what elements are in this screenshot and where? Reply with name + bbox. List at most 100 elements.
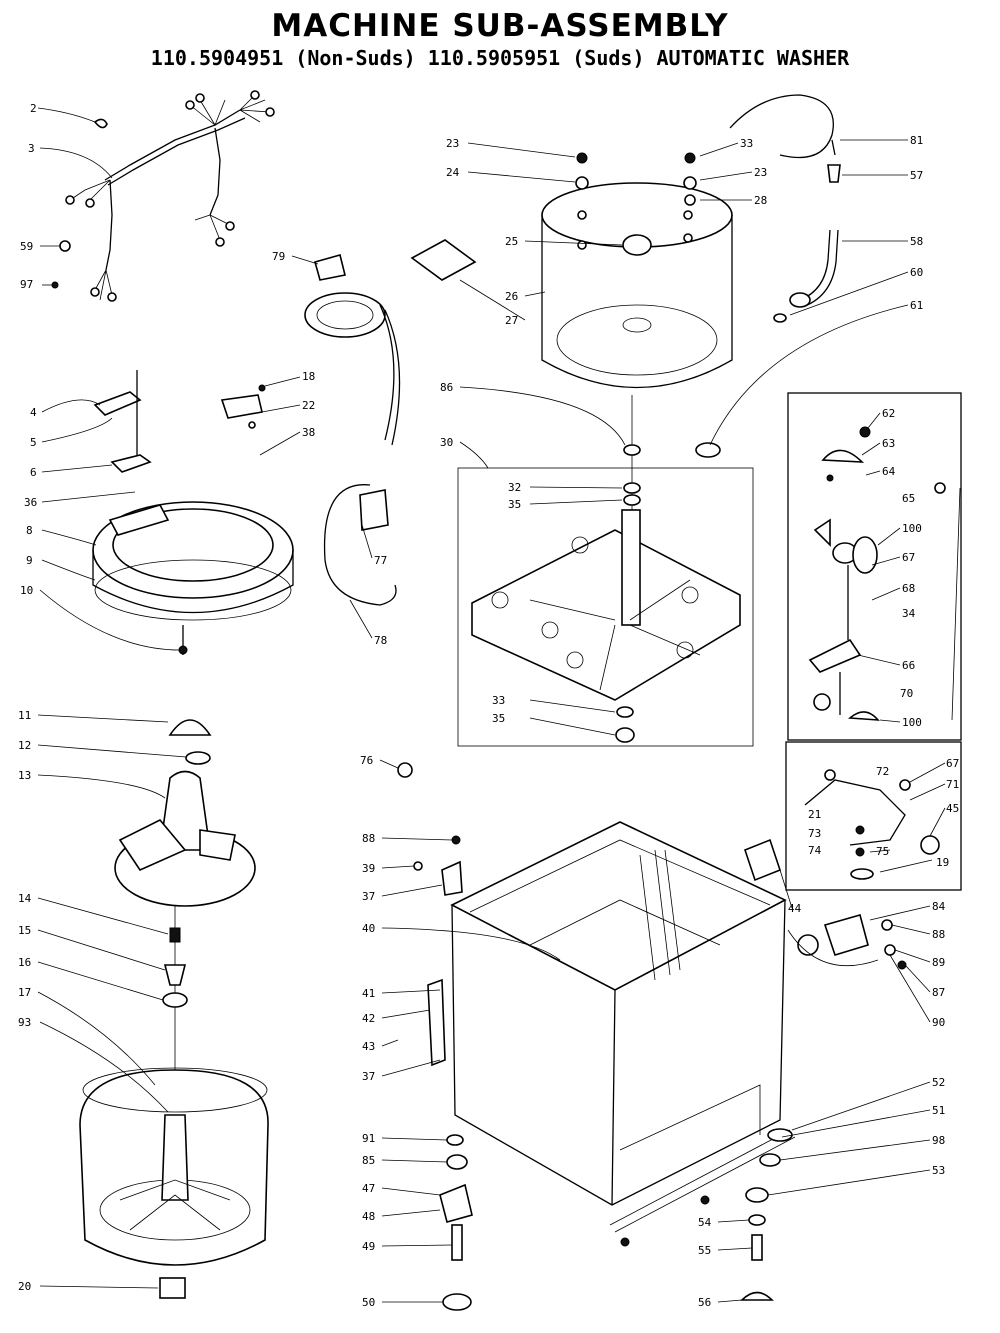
callout: 88 <box>932 928 945 941</box>
callout: 2 <box>30 102 37 115</box>
callout-labels: 2 3 59 97 4 5 6 36 8 9 10 18 22 38 79 77… <box>18 102 959 1309</box>
callout: 93 <box>18 1016 31 1029</box>
callout: 15 <box>18 924 31 937</box>
callout: 27 <box>505 314 518 327</box>
callout: 22 <box>302 399 315 412</box>
callout: 64 <box>882 465 896 478</box>
callout: 76 <box>360 754 373 767</box>
drain-pump-parts <box>787 914 907 970</box>
wire-harness <box>51 90 275 302</box>
callout: 72 <box>876 765 889 778</box>
callout: 87 <box>932 986 945 999</box>
callout: 73 <box>808 827 821 840</box>
callout: 86 <box>440 381 453 394</box>
callout: 84 <box>932 900 946 913</box>
callout: 54 <box>698 1216 712 1229</box>
callout: 75 <box>876 845 889 858</box>
callout: 55 <box>698 1244 711 1257</box>
callout: 33 <box>492 694 505 707</box>
callout: 58 <box>910 235 923 248</box>
page-title: MACHINE SUB-ASSEMBLY <box>271 8 729 44</box>
callout: 45 <box>946 802 959 815</box>
callout: 20 <box>18 1280 31 1293</box>
callout: 21 <box>808 808 821 821</box>
callout: 26 <box>505 290 518 303</box>
cabinet-frame <box>397 762 787 1206</box>
callout: 67 <box>902 551 915 564</box>
timer-inset <box>785 741 962 891</box>
callout: 53 <box>932 1164 945 1177</box>
callout: 70 <box>900 687 913 700</box>
wash-basket <box>79 1067 269 1299</box>
callout: 4 <box>30 406 37 419</box>
callout: 12 <box>18 739 31 752</box>
drain-wire <box>323 484 397 606</box>
callout: 63 <box>882 437 895 450</box>
leader-lines <box>37 107 946 1303</box>
callout: 90 <box>932 1016 945 1029</box>
callout: 61 <box>910 299 923 312</box>
callout: 8 <box>26 524 33 537</box>
callout: 28 <box>754 194 767 207</box>
callout: 34 <box>902 607 916 620</box>
callout: 16 <box>18 956 31 969</box>
callout: 37 <box>362 1070 375 1083</box>
callout: 11 <box>18 709 31 722</box>
callout: 60 <box>910 266 923 279</box>
callout: 36 <box>24 496 37 509</box>
page-subtitle: 110.5904951 (Non-Suds) 110.5905951 (Suds… <box>150 46 850 70</box>
callout: 48 <box>362 1210 375 1223</box>
water-valve-hose <box>304 254 401 446</box>
callout: 35 <box>508 498 521 511</box>
callout: 14 <box>18 892 32 905</box>
callout: 49 <box>362 1240 375 1253</box>
callout: 44 <box>788 902 802 915</box>
callout: 100 <box>902 522 922 535</box>
callout: 18 <box>302 370 315 383</box>
callout: 23 <box>754 166 767 179</box>
callout: 35 <box>492 712 505 725</box>
callout: 65 <box>902 492 915 505</box>
callout: 79 <box>272 250 285 263</box>
callout: 6 <box>30 466 37 479</box>
callout: 3 <box>28 142 35 155</box>
callout: 85 <box>362 1154 375 1167</box>
callout: 88 <box>362 832 375 845</box>
callout: 51 <box>932 1104 945 1117</box>
lid-switch-parts <box>93 370 266 473</box>
front-leg-left <box>439 1134 473 1311</box>
callout: 23 <box>446 137 459 150</box>
callout: 47 <box>362 1182 375 1195</box>
callout: 50 <box>362 1296 375 1309</box>
callout: 77 <box>374 554 387 567</box>
callout: 13 <box>18 769 31 782</box>
callout: 19 <box>936 856 949 869</box>
callout: 52 <box>932 1076 945 1089</box>
tub-ring-assembly <box>92 501 294 655</box>
callout: 89 <box>932 956 945 969</box>
front-leg-right <box>609 1128 796 1301</box>
callout: 100 <box>902 716 922 729</box>
callout: 25 <box>505 235 518 248</box>
callout: 9 <box>26 554 33 567</box>
callout: 67 <box>946 757 959 770</box>
callout: 78 <box>374 634 387 647</box>
outer-tub <box>410 152 733 389</box>
callout: 81 <box>910 134 923 147</box>
callout: 66 <box>902 659 915 672</box>
callout: 40 <box>362 922 375 935</box>
callout: 24 <box>446 166 460 179</box>
mounting-plate-box <box>457 467 754 747</box>
callout: 42 <box>362 1012 375 1025</box>
callout: 37 <box>362 890 375 903</box>
callout: 74 <box>808 844 822 857</box>
callout: 56 <box>698 1296 711 1309</box>
callout: 43 <box>362 1040 375 1053</box>
pump-inset <box>787 392 962 741</box>
callout: 41 <box>362 987 375 1000</box>
callout: 62 <box>882 407 895 420</box>
callout: 98 <box>932 1134 945 1147</box>
callout: 33 <box>740 137 753 150</box>
callout: 39 <box>362 862 375 875</box>
callout: 71 <box>946 778 959 791</box>
